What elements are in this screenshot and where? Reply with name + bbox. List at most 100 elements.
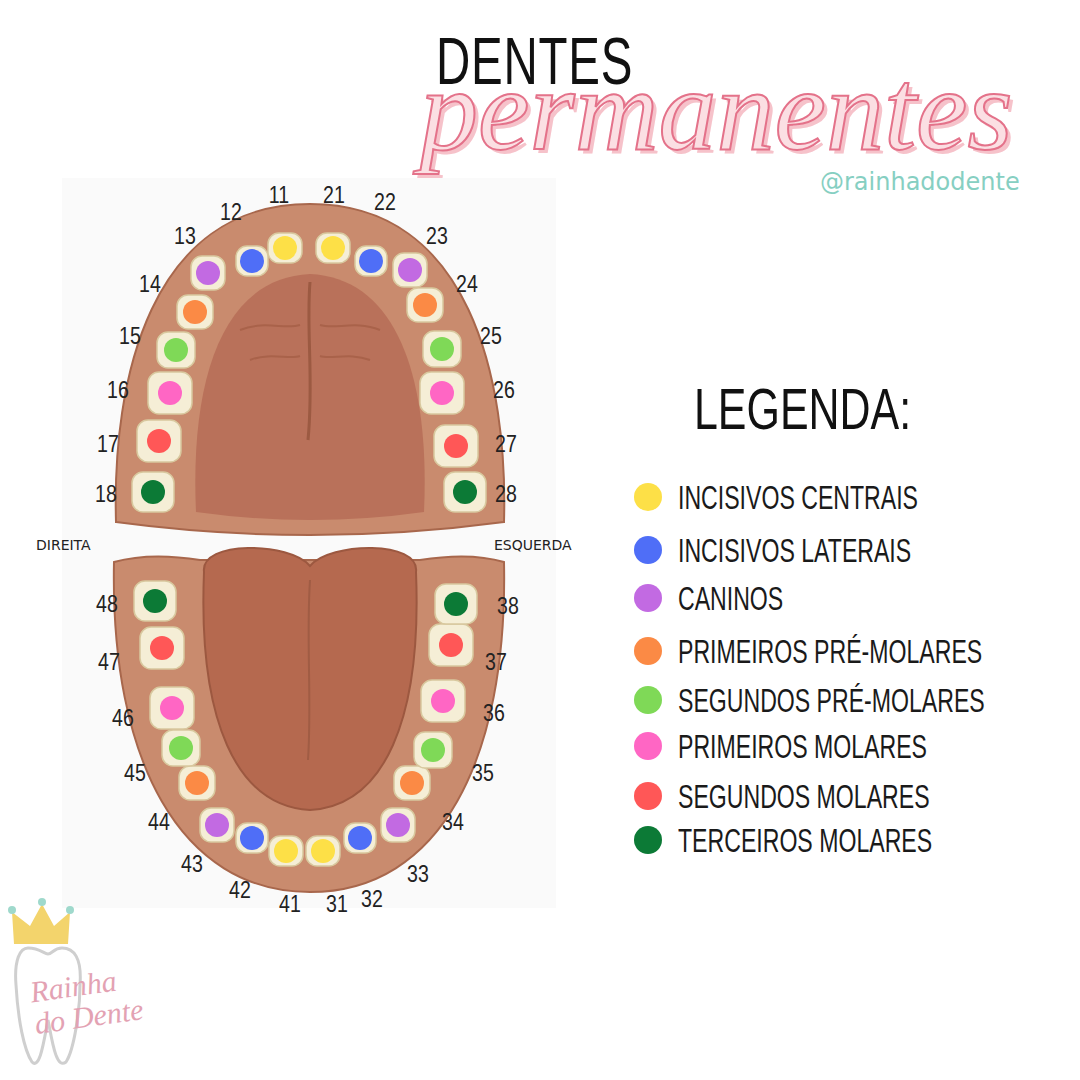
- upper-gum: [116, 204, 505, 535]
- tooth: [177, 295, 213, 329]
- tooth-number: 37: [485, 651, 507, 674]
- tooth-dot: [398, 258, 422, 282]
- tooth-dot: [430, 337, 454, 361]
- tooth: [157, 332, 195, 368]
- tooth-number: 34: [442, 811, 464, 834]
- tooth-dot: [444, 434, 468, 458]
- tooth: [200, 808, 234, 842]
- tooth: [140, 627, 184, 669]
- tooth: [306, 836, 340, 866]
- tooth-dot: [311, 839, 335, 863]
- tooth-crown: [140, 627, 184, 669]
- tooth-number: 13: [174, 225, 196, 248]
- tooth-dot: [240, 826, 264, 850]
- side-label: ESQUERDA: [494, 538, 572, 552]
- legend-row: INCISIVOS LATERAIS: [634, 533, 1011, 567]
- tooth-dot: [164, 338, 188, 362]
- tooth-dot: [240, 249, 264, 273]
- tooth-dot: [169, 736, 193, 760]
- tooth-dot: [430, 381, 454, 405]
- legend-row: CANINOS: [634, 581, 828, 615]
- crown-gem: [8, 906, 16, 914]
- legend-swatch: [634, 536, 662, 564]
- legend-row: SEGUNDOS MOLARES: [634, 779, 1037, 813]
- tooth-crown: [148, 372, 192, 414]
- tooth-crown: [355, 246, 387, 276]
- tooth: [420, 372, 464, 414]
- legend-row: INCISIVOS CENTRAIS: [634, 480, 1021, 514]
- tooth: [423, 331, 461, 367]
- tooth-number: 21: [323, 184, 345, 207]
- watermark: Rainha do Dente: [28, 960, 156, 1039]
- legend-swatch: [634, 686, 662, 714]
- tooth-crown: [394, 766, 430, 800]
- tooth-number: 18: [95, 483, 117, 506]
- tooth: [148, 372, 192, 414]
- tooth-number: 33: [407, 863, 429, 886]
- legend-row: PRIMEIROS MOLARES: [634, 729, 1034, 763]
- tooth: [268, 233, 302, 263]
- tooth-crown: [150, 687, 194, 729]
- tooth-number: 26: [493, 379, 515, 402]
- tooth: [444, 472, 486, 512]
- tooth-crown: [269, 836, 303, 866]
- legend-swatch: [634, 732, 662, 760]
- tooth: [236, 246, 268, 276]
- tooth-dot: [141, 480, 165, 504]
- legend-row: TERCEIROS MOLARES: [634, 823, 1041, 857]
- tooth: [344, 823, 376, 853]
- tooth-crown: [434, 425, 478, 467]
- tooth: [269, 836, 303, 866]
- crown-gem: [38, 898, 46, 906]
- tooth-number: 27: [495, 433, 517, 456]
- tongue: [203, 548, 416, 810]
- tooth: [236, 823, 268, 853]
- tooth-crown: [393, 253, 427, 287]
- legend-text: INCISIVOS CENTRAIS: [678, 481, 918, 514]
- legend-row: PRIMEIROS PRÉ-MOLARES: [634, 634, 1080, 668]
- legend-swatch: [634, 483, 662, 511]
- tooth-crown: [429, 624, 473, 666]
- tooth-number: 12: [220, 201, 242, 224]
- tooth-dot: [439, 633, 463, 657]
- subtitle-script: permanentes: [420, 52, 1013, 168]
- tooth-crown: [177, 295, 213, 329]
- legend-swatch: [634, 637, 662, 665]
- tooth-dot: [386, 813, 410, 837]
- legend-swatch: [634, 782, 662, 810]
- tooth-number: 44: [148, 811, 170, 834]
- tooth-dot: [274, 839, 298, 863]
- tooth-dot: [421, 738, 445, 762]
- tooth-number: 28: [495, 483, 517, 506]
- legend-swatch: [634, 826, 662, 854]
- tooth-crown: [137, 420, 181, 462]
- tooth-dot: [158, 381, 182, 405]
- tooth: [435, 584, 477, 624]
- legend-text: INCISIVOS LATERAIS: [678, 534, 911, 567]
- tooth-dot: [400, 771, 424, 795]
- tooth: [316, 233, 350, 263]
- tooth-dot: [205, 813, 229, 837]
- legend-text: SEGUNDOS PRÉ-MOLARES: [678, 684, 985, 717]
- legend-heading: LEGENDA:: [694, 380, 911, 438]
- tooth-crown: [134, 581, 176, 621]
- tooth-dot: [160, 696, 184, 720]
- social-handle: @rainhadodente: [820, 170, 1020, 194]
- crown-logo: [12, 904, 70, 944]
- tooth-number: 22: [374, 191, 396, 214]
- illustration-ground: [62, 178, 556, 908]
- tooth-crown: [423, 331, 461, 367]
- tooth-crown: [179, 766, 215, 800]
- tooth-number: 32: [361, 888, 383, 911]
- tooth-dot: [444, 592, 468, 616]
- tooth-crown: [157, 332, 195, 368]
- tooth-dot: [453, 480, 477, 504]
- tooth-dot: [359, 249, 383, 273]
- tooth-dot: [273, 236, 297, 260]
- tooth: [162, 730, 200, 766]
- tooth-crown: [316, 233, 350, 263]
- side-label: DIREITA: [36, 538, 91, 552]
- tooth-dot: [143, 589, 167, 613]
- legend-swatch: [634, 584, 662, 612]
- tooth: [150, 687, 194, 729]
